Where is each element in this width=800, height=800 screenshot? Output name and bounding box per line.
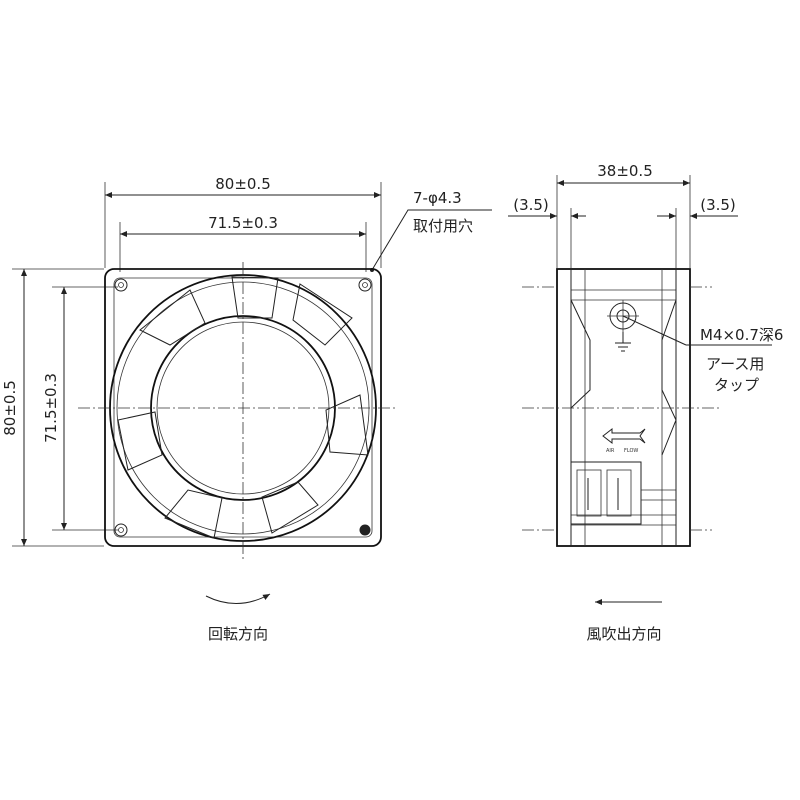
- hole-note-line1: 7-φ4.3: [413, 189, 462, 207]
- fan-blades: [117, 276, 369, 539]
- rotation-arrow: [205, 593, 271, 605]
- rotation-label: 回転方向: [208, 625, 268, 643]
- airflow-marking: AIR FLOW: [602, 427, 646, 454]
- airflow-marking-air: AIR: [606, 448, 615, 454]
- tap-note-line3: タップ: [714, 376, 759, 394]
- dim-depth: 38±0.5: [597, 162, 653, 180]
- dim-left-offset: (3.5): [513, 196, 549, 214]
- side-view: 38±0.5 (3.5) (3.5) M4×0.7深6 アース用 タップ: [508, 162, 783, 643]
- front-view: 80±0.5 71.5±0.3 80±0.5 71.5±0.3 7-φ4.3 取…: [1, 175, 492, 643]
- side-extension-lines: [556, 175, 691, 268]
- dimension-lines: [21, 192, 381, 546]
- fan-side-body: [556, 268, 691, 547]
- terminal-block: [570, 461, 676, 525]
- mounting-holes: [114, 278, 372, 537]
- dim-height-holes: 71.5±0.3: [42, 373, 60, 443]
- airflow-label: 風吹出方向: [586, 625, 661, 643]
- dim-right-offset: (3.5): [700, 196, 736, 214]
- dim-width-outer: 80±0.5: [215, 175, 271, 193]
- tap-leader: [622, 315, 687, 346]
- hole-note-line2: 取付用穴: [413, 217, 473, 235]
- airflow-marking-flow: FLOW: [624, 448, 638, 454]
- tap-note-line1: M4×0.7深6: [700, 326, 783, 344]
- dim-height-outer: 80±0.5: [1, 380, 19, 436]
- hole-leader: [371, 209, 492, 271]
- dim-width-holes: 71.5±0.3: [208, 214, 278, 232]
- extension-lines: [12, 182, 382, 547]
- tap-note-line2: アース用: [706, 355, 764, 373]
